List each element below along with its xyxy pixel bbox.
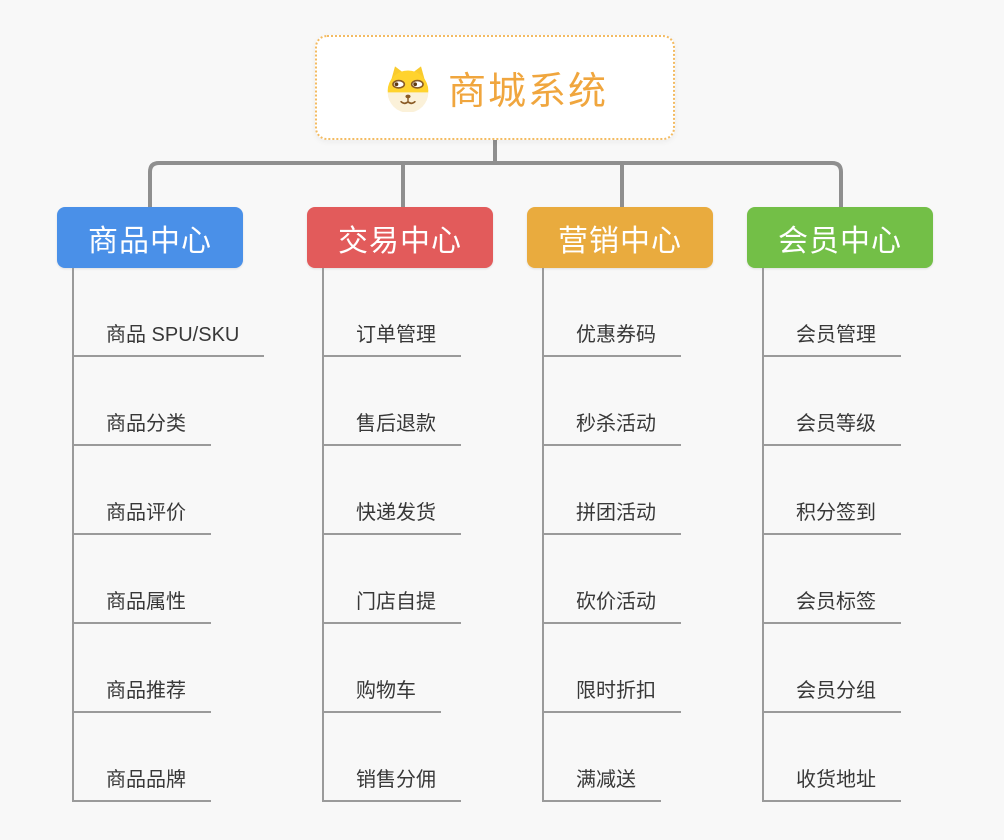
child-topic[interactable]: 购物车 [322,678,441,713]
child-topic[interactable]: 限时折扣 [542,678,681,713]
branch-label: 营销中心 [558,224,682,258]
branch-label: 会员中心 [778,224,902,258]
child-topic[interactable]: 订单管理 [322,322,461,357]
child-topic[interactable]: 销售分佣 [322,767,461,802]
branch-trunk-line [762,268,764,802]
child-topic[interactable]: 满减送 [542,767,661,802]
dog-face-icon [387,66,429,112]
child-topic[interactable]: 收货地址 [762,767,901,802]
branch-column-trade-center: 订单管理 售后退款 快递发货 门店自提 购物车 销售分佣 [307,268,577,802]
child-topic[interactable]: 商品品牌 [72,767,211,802]
branch-column-member-center: 会员管理 会员等级 积分签到 会员标签 会员分组 收货地址 [747,268,1004,802]
child-topic[interactable]: 拼团活动 [542,500,681,535]
child-topic[interactable]: 优惠券码 [542,322,681,357]
child-topic[interactable]: 会员标签 [762,589,901,624]
branch-box-trade-center[interactable]: 交易中心 [307,207,493,268]
child-topic[interactable]: 砍价活动 [542,589,681,624]
child-topic[interactable]: 快递发货 [322,500,461,535]
branch-column-product-center: 商品 SPU/SKU 商品分类 商品评价 商品属性 商品推荐 商品品牌 [57,268,327,802]
child-topic[interactable]: 会员分组 [762,678,901,713]
child-topic[interactable]: 商品推荐 [72,678,211,713]
child-topic[interactable]: 门店自提 [322,589,461,624]
branch-box-member-center[interactable]: 会员中心 [747,207,933,268]
root-topic[interactable]: 商城系统 [315,35,675,140]
child-topic[interactable]: 商品评价 [72,500,211,535]
branch-box-product-center[interactable]: 商品中心 [57,207,243,268]
child-topic[interactable]: 积分签到 [762,500,901,535]
child-topic[interactable]: 会员管理 [762,322,901,357]
branch-label: 交易中心 [338,224,462,258]
child-topic[interactable]: 会员等级 [762,411,901,446]
branch-trunk-line [322,268,324,802]
branch-column-marketing-center: 优惠券码 秒杀活动 拼团活动 砍价活动 限时折扣 满减送 [527,268,797,802]
child-topic[interactable]: 商品 SPU/SKU [72,322,265,357]
child-topic[interactable]: 售后退款 [322,411,461,446]
child-topic[interactable]: 商品属性 [72,589,211,624]
child-topic[interactable]: 商品分类 [72,411,211,446]
branch-label: 商品中心 [88,224,212,258]
root-topic-label: 商城系统 [447,71,608,113]
branch-trunk-line [542,268,544,802]
branch-trunk-line [72,268,74,802]
child-topic[interactable]: 秒杀活动 [542,411,681,446]
branch-box-marketing-center[interactable]: 营销中心 [527,207,713,268]
